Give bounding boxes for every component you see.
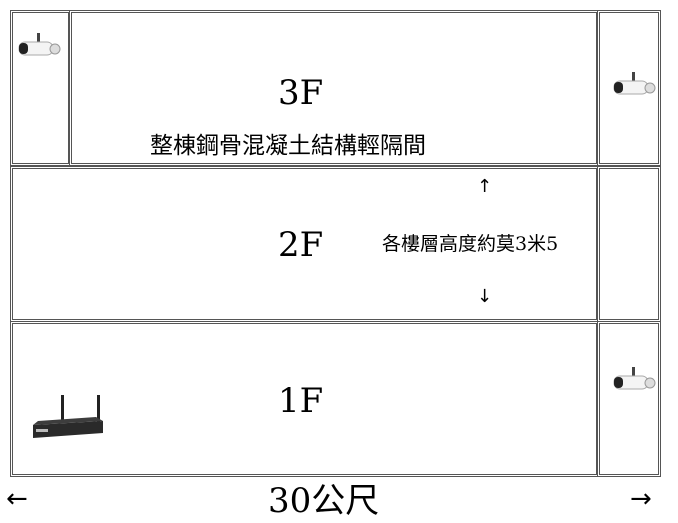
security-camera-icon	[18, 33, 61, 56]
width-label: 30公尺	[268, 481, 380, 521]
floor-3-main-cell	[69, 10, 599, 166]
security-camera-icon	[613, 367, 656, 390]
width-left-arrow: ←	[6, 484, 28, 514]
floor-1-label: 1F	[278, 381, 324, 421]
floor-3-left-cell	[10, 10, 71, 166]
floor-2-right-cell	[597, 166, 661, 322]
security-camera-icon	[613, 72, 656, 95]
width-right-arrow: →	[630, 484, 652, 514]
structure-note: 整棟鋼骨混凝土結構輕隔間	[150, 133, 426, 159]
height-down-arrow: ↓	[477, 286, 493, 307]
floor-height-note: 各樓層高度約莫3米5	[382, 233, 559, 255]
floor-1-right-cell	[597, 321, 661, 477]
floor-1-main-cell	[10, 321, 599, 477]
floor-2-main-cell	[10, 166, 599, 322]
floor-3-label: 3F	[278, 73, 324, 113]
floor-2-label: 2F	[278, 225, 324, 265]
height-up-arrow: ↑	[477, 176, 493, 197]
nvr-recorder-icon	[33, 395, 103, 438]
